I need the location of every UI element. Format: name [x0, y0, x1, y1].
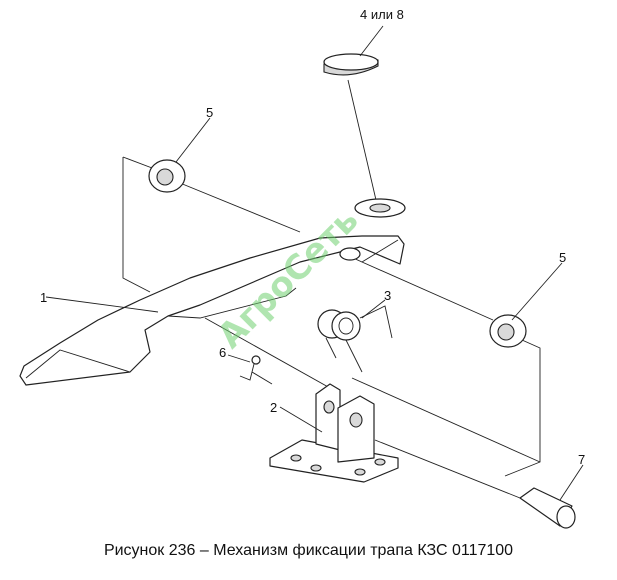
- part-4-cap: [323, 53, 406, 218]
- part-5-washer-right: [489, 314, 527, 348]
- figure-caption: Рисунок 236 – Механизм фиксации трапа КЗ…: [103, 542, 514, 559]
- part-6-cotter-pin: [239, 355, 273, 385]
- assembly-axis-lines: [122, 79, 541, 501]
- leader-lines: [45, 25, 584, 501]
- callout-1: 1: [40, 290, 47, 305]
- callout-5-right: 5: [559, 250, 566, 265]
- callout-3: 3: [384, 288, 391, 303]
- part-5-washer-left: [148, 159, 186, 193]
- callout-5-left: 5: [206, 105, 213, 120]
- part-1-lever: [19, 235, 405, 386]
- part-3-spring: [317, 305, 393, 373]
- callout-7: 7: [578, 452, 585, 467]
- callout-4-or-8: 4 или 8: [360, 7, 404, 22]
- part-7-pin: [519, 487, 576, 529]
- callout-2: 2: [270, 400, 277, 415]
- callout-6: 6: [219, 345, 226, 360]
- part-2-bracket: [269, 383, 399, 483]
